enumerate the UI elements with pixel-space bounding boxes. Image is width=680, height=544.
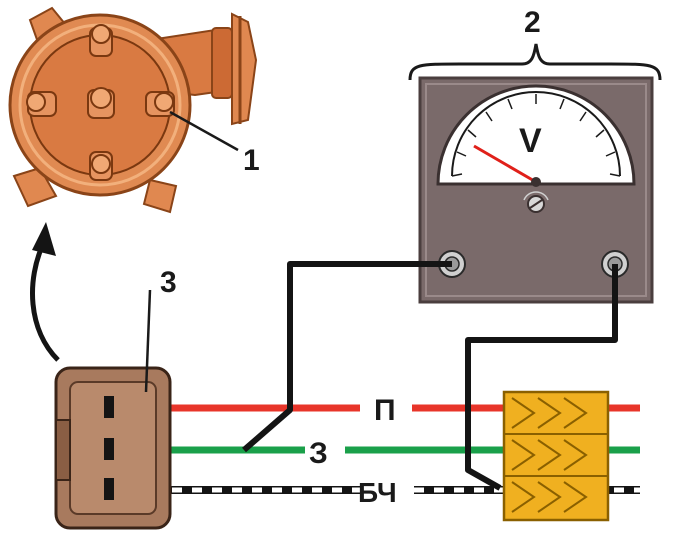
wire-label-green: З xyxy=(309,437,328,470)
callout-3-leader xyxy=(144,289,152,393)
callout-1-leader xyxy=(169,110,239,152)
curved-arrow-icon xyxy=(29,222,60,362)
voltmeter-brace xyxy=(408,43,662,81)
vacuum-unit xyxy=(211,27,233,99)
callout-3: 3 xyxy=(160,266,177,299)
distributor xyxy=(8,6,258,214)
mount-tab-right xyxy=(142,178,178,214)
probe-lead-left xyxy=(242,261,452,453)
probe-lead-right xyxy=(465,264,618,491)
connector-pin xyxy=(104,438,114,460)
terminal-block xyxy=(502,390,610,522)
voltmeter-scale xyxy=(436,84,636,186)
cap-center-terminal xyxy=(87,87,115,119)
callout-2: 2 xyxy=(524,6,541,39)
voltmeter-needle xyxy=(473,144,537,184)
vacuum-diaphragm xyxy=(231,12,258,126)
cap-terminal xyxy=(89,151,113,181)
wire-label-red: П xyxy=(374,394,396,427)
wire-label-striped: БЧ xyxy=(358,477,397,508)
cap-terminal xyxy=(89,24,113,57)
cap-terminal xyxy=(26,91,57,117)
scale-ticks xyxy=(451,94,621,177)
connector-pin xyxy=(104,396,114,418)
connector xyxy=(54,289,172,530)
zero-adjust-screw-icon[interactable] xyxy=(523,191,549,213)
connector-pin xyxy=(104,478,114,500)
voltmeter-unit-label: V xyxy=(519,122,542,160)
mount-tab-left xyxy=(12,166,58,208)
callout-1: 1 xyxy=(243,144,260,177)
cap-terminal xyxy=(145,91,175,117)
